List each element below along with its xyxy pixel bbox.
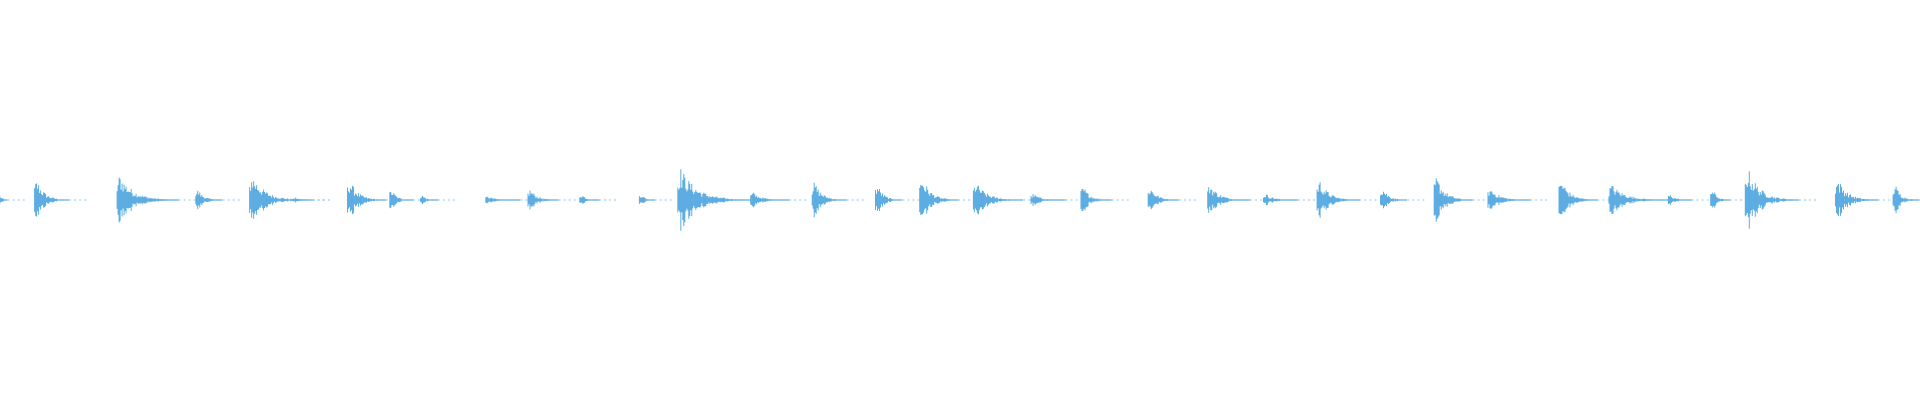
waveform-burst (1030, 194, 1084, 206)
waveform-burst (1710, 192, 1748, 208)
waveform-burst-path (347, 185, 386, 215)
waveform-burst (579, 196, 617, 204)
waveform-burst-path (1835, 183, 1878, 217)
waveform-burst (195, 190, 241, 210)
waveform-burst (1668, 195, 1710, 205)
waveform-burst-path (919, 185, 959, 215)
waveform-burst (1487, 191, 1549, 209)
waveform-burst (638, 196, 673, 204)
waveform-burst-path (1487, 191, 1531, 209)
waveform-burst-path (1710, 192, 1731, 208)
waveform-burst-path (1744, 171, 1799, 229)
waveform-burst-path (420, 195, 438, 205)
waveform-burst (1744, 171, 1817, 229)
waveform-burst-path (485, 196, 521, 204)
waveform-burst-path (750, 192, 790, 208)
waveform-burst (1558, 185, 1616, 215)
waveform-burst-path (1558, 185, 1598, 215)
waveform-burst (34, 183, 88, 217)
waveform-burst-path (1380, 191, 1407, 209)
waveform-burst-path (1262, 194, 1298, 206)
waveform-burst-path (811, 182, 847, 218)
waveform-burst (527, 190, 577, 210)
waveform-burst (919, 185, 977, 215)
waveform-burst-path (1668, 195, 1692, 205)
waveform-burst (420, 195, 456, 205)
waveform-burst-path (638, 196, 655, 204)
waveform-burst-path (1608, 186, 1671, 214)
waveform-burst-path (677, 169, 751, 231)
waveform-burst-path (1147, 190, 1179, 210)
waveform-burst-path (0, 196, 8, 204)
waveform-burst-path (527, 190, 559, 210)
waveform-burst-path (875, 189, 902, 211)
waveform-burst-path (1207, 187, 1251, 213)
waveform-burst (1433, 178, 1491, 222)
waveform-burst-path (1080, 189, 1112, 211)
waveform-burst-path (1433, 178, 1473, 222)
waveform-burst (1892, 186, 1920, 214)
waveform-burst (0, 196, 26, 204)
waveform-burst-path (293, 197, 314, 203)
waveform-burst (1207, 187, 1268, 213)
waveform-burst-path (116, 177, 179, 223)
waveform-burst (1316, 182, 1378, 218)
waveform-burst (750, 192, 808, 208)
waveform-burst-path (579, 196, 600, 204)
waveform-burst (293, 197, 331, 203)
waveform-burst-path (34, 183, 70, 217)
waveform-burst (1147, 190, 1197, 210)
waveform-burst-path (1316, 182, 1360, 218)
waveform-burst (1380, 191, 1426, 209)
waveform-burst-path (1892, 186, 1920, 214)
waveform-burst-path (195, 190, 223, 210)
waveform-burst-path (972, 185, 1023, 215)
waveform-burst (116, 177, 197, 223)
waveform-burst (1262, 194, 1316, 206)
waveform-burst (1835, 183, 1896, 217)
waveform-burst (811, 182, 865, 218)
waveform-burst (875, 189, 921, 211)
waveform-burst (1080, 189, 1130, 211)
waveform-burst-path (1030, 194, 1066, 206)
waveform-burst-path (389, 191, 414, 209)
